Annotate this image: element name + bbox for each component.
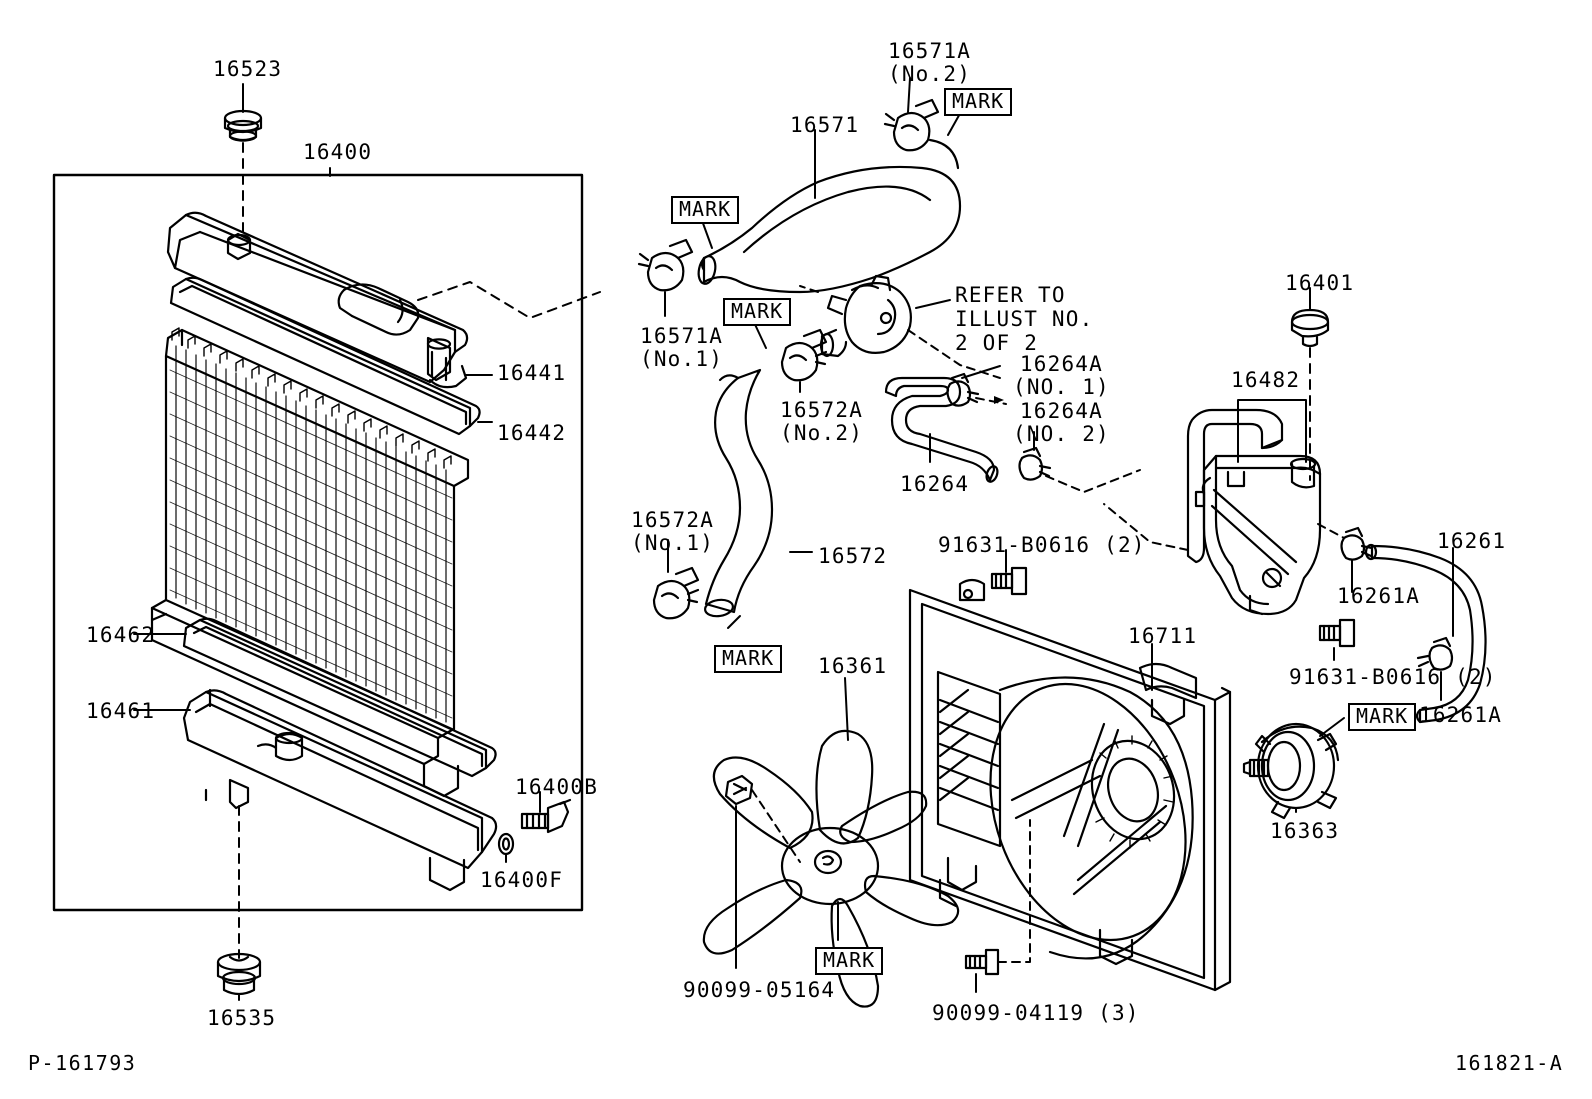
hose-clamp-16572A-no2-art bbox=[780, 328, 828, 382]
shroud-bolt-upper-art bbox=[990, 566, 1028, 596]
bypass-clamp-no1-art bbox=[946, 372, 980, 407]
callout-16264A-no1: 16264A (NO. 1) bbox=[1013, 352, 1110, 399]
callout-90099-04119: 90099-04119 (3) bbox=[932, 1001, 1140, 1025]
fan-motor-art bbox=[1242, 722, 1340, 820]
callout-16572: 16572 bbox=[818, 544, 888, 568]
mark-box-5: MARK bbox=[815, 947, 884, 975]
radiator-group-box bbox=[52, 173, 584, 912]
callout-16363: 16363 bbox=[1270, 819, 1340, 843]
callout-16523: 16523 bbox=[213, 57, 283, 81]
callout-16482: 16482 bbox=[1231, 368, 1301, 392]
callout-90099-05164: 90099-05164 bbox=[683, 978, 836, 1002]
mark-box-1: MARK bbox=[944, 88, 1013, 116]
hose-clamp-16571A-no1-art bbox=[637, 238, 694, 292]
footer-right-code: 161821-A bbox=[1455, 1051, 1564, 1075]
callout-16264: 16264 bbox=[900, 472, 970, 496]
callout-16261A-upper: 16261A bbox=[1337, 584, 1421, 608]
callout-16462: 16462 bbox=[86, 623, 156, 647]
callout-91631-upper: 91631-B0616 (2) bbox=[938, 533, 1146, 557]
motor-screw-art bbox=[964, 948, 1000, 976]
mark-box-6: MARK bbox=[1348, 703, 1417, 731]
callout-16261: 16261 bbox=[1437, 529, 1507, 553]
callout-16571A-no1: 16571A (No.1) bbox=[640, 324, 724, 371]
upper-tank-art bbox=[166, 211, 469, 389]
reservoir-tank-art bbox=[1186, 399, 1322, 616]
callout-16400B: 16400B bbox=[515, 775, 599, 799]
bypass-clamp-no2-art bbox=[1018, 446, 1052, 481]
water-bypass-hose-art bbox=[884, 376, 999, 483]
radiator-fins bbox=[175, 345, 447, 723]
radiator-cap-art bbox=[223, 109, 263, 142]
hose-clamp-16572A-no1-art bbox=[652, 566, 700, 620]
callout-16401: 16401 bbox=[1285, 271, 1355, 295]
radiator-outlet-hose-art bbox=[703, 368, 774, 618]
callout-16400F: 16400F bbox=[480, 868, 564, 892]
callout-16571: 16571 bbox=[790, 113, 860, 137]
fan-nut-art bbox=[724, 774, 754, 806]
callout-16261A-lower: 16261A bbox=[1419, 703, 1503, 727]
lower-tank-art bbox=[182, 689, 498, 892]
drain-cock-art bbox=[520, 798, 572, 834]
upper-tank-gasket-art bbox=[169, 276, 481, 436]
footer-left-code: P-161793 bbox=[28, 1051, 137, 1075]
callout-16572A-no2: 16572A (No.2) bbox=[780, 398, 864, 445]
callout-16572A-no1: 16572A (No.1) bbox=[631, 508, 715, 555]
mark-box-3: MARK bbox=[723, 298, 792, 326]
hose-clamp-16571A-no2-art bbox=[883, 98, 940, 152]
shroud-bolt-lower-art bbox=[1318, 618, 1356, 648]
callout-16361: 16361 bbox=[818, 654, 888, 678]
reservoir-clamp-upper-art bbox=[1340, 526, 1374, 561]
callout-16442: 16442 bbox=[497, 421, 567, 445]
mark-box-4: MARK bbox=[714, 645, 783, 673]
fan-shroud-art bbox=[908, 578, 1232, 992]
callout-16571A-no2: 16571A (No.2) bbox=[888, 39, 972, 86]
callout-16711: 16711 bbox=[1128, 624, 1198, 648]
water-inlet-housing-art bbox=[819, 274, 912, 358]
reservoir-clamp-lower-art bbox=[1416, 636, 1454, 671]
reservoir-cap-art bbox=[1290, 308, 1330, 348]
callout-16400: 16400 bbox=[303, 140, 373, 164]
drain-plug-art bbox=[216, 952, 262, 996]
lower-tank-gasket-art bbox=[182, 617, 497, 778]
refer-to-illust-note: REFER TO ILLUST NO. 2 OF 2 bbox=[955, 283, 1094, 355]
mark-box-2: MARK bbox=[671, 196, 740, 224]
radiator-inlet-hose-art bbox=[697, 138, 962, 294]
reservoir-hose-art bbox=[1364, 543, 1487, 724]
callout-16264A-no2: 16264A (NO. 2) bbox=[1013, 399, 1110, 446]
oring-art bbox=[497, 832, 515, 856]
callout-91631-lower: 91631-B0616 (2) bbox=[1289, 665, 1497, 689]
callout-16441: 16441 bbox=[497, 361, 567, 385]
callout-16461: 16461 bbox=[86, 699, 156, 723]
callout-16535: 16535 bbox=[207, 1006, 277, 1030]
